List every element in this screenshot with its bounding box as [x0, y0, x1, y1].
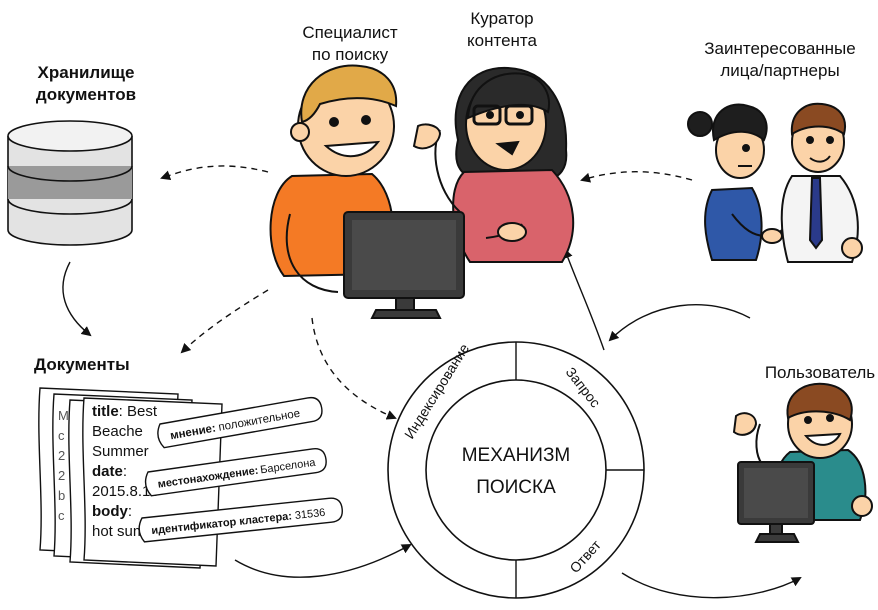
- database-icon: [7, 120, 133, 246]
- doc-store-label-line1: Хранилище: [38, 63, 135, 82]
- arrow-people-to-doc-store: [160, 165, 269, 181]
- content-curator-figure: [412, 66, 575, 263]
- engine-title-line1: МЕХАНИЗМ: [462, 445, 571, 466]
- arrow-documents-to-engine: [234, 544, 412, 578]
- arrow-stakeholders-to-people: [580, 171, 693, 183]
- svg-text:2: 2: [58, 448, 65, 463]
- stakeholders-label-line2: лица/партнеры: [720, 61, 839, 80]
- arrow-people-to-documents: [180, 289, 269, 354]
- doc-line-6: body:: [92, 503, 132, 520]
- svg-text:c: c: [58, 428, 65, 443]
- search-engine: МЕХАНИЗМ ПОИСКА Индексирование Запрос От…: [387, 341, 645, 599]
- stakeholder-woman-figure: [687, 103, 768, 261]
- arrow-user-to-query: [608, 304, 751, 342]
- arrow-response-to-user: [621, 572, 802, 599]
- user-monitor-icon: [737, 461, 815, 543]
- flow-arrows: [62, 165, 802, 599]
- stakeholders-label-line1: Заинтересованные: [704, 39, 855, 58]
- doc-line-3: Summer: [92, 443, 149, 460]
- user-label: Пользователь: [765, 363, 875, 382]
- tag-cluster-id: идентификатор кластера:31536: [138, 497, 343, 543]
- documents-label: Документы: [34, 355, 130, 374]
- doc-store-label-line2: документов: [36, 85, 136, 104]
- doc-line-1: title: Best: [92, 403, 158, 420]
- arrow-doc-store-to-documents: [62, 261, 92, 337]
- computer-monitor-icon: [343, 211, 465, 319]
- search-specialist-label-line1: Специалист: [302, 23, 398, 42]
- engine-title-line2: ПОИСКА: [476, 477, 556, 498]
- doc-line-5: 2015.8.13: [92, 483, 159, 500]
- content-curator-label-line2: контента: [467, 31, 538, 50]
- svg-text:b: b: [58, 488, 65, 503]
- arrow-people-to-indexing: [311, 317, 397, 420]
- doc-line-2: Beache: [92, 423, 143, 440]
- search-specialist-label-line2: по поиску: [312, 45, 389, 64]
- stakeholder-man-figure: [761, 102, 863, 263]
- doc-line-4: date:: [92, 463, 127, 480]
- engine-inner-circle: [425, 379, 607, 561]
- svg-text:2: 2: [58, 468, 65, 483]
- svg-text:M: M: [58, 408, 69, 423]
- underlying-page-glyphs: Mc2 2bc: [58, 408, 69, 523]
- content-curator-label-line1: Куратор: [470, 9, 533, 28]
- arrow-query-to-people: [563, 248, 605, 351]
- svg-text:c: c: [58, 508, 65, 523]
